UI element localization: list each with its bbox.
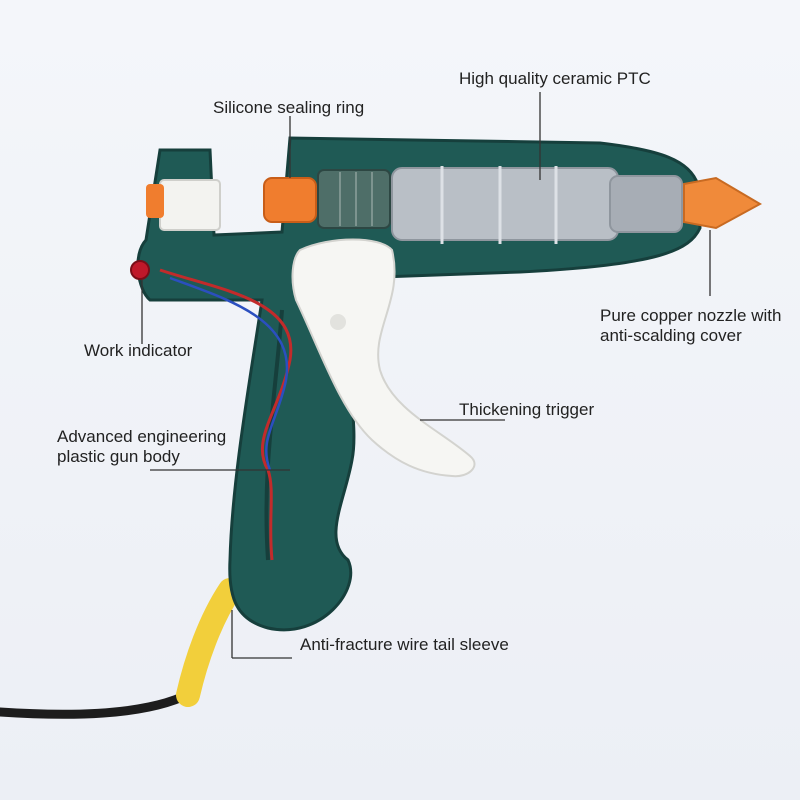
glue-feeder xyxy=(159,179,221,231)
label-work-indicator: Work indicator xyxy=(84,341,193,360)
ptc-heater xyxy=(391,167,619,241)
label-ptc: High quality ceramic PTC xyxy=(459,69,651,88)
internal-wires xyxy=(159,268,293,561)
power-cord xyxy=(0,685,201,719)
label-wire-sleeve: Anti-fracture wire tail sleeve xyxy=(300,635,509,654)
label-trigger: Thickening trigger xyxy=(459,400,595,419)
label-nozzle-line2: anti-scalding cover xyxy=(600,326,742,345)
label-body-line1: Advanced engineering xyxy=(57,427,227,446)
gun-body-shell xyxy=(136,136,702,632)
threaded-connector xyxy=(317,169,391,229)
work-indicator-light xyxy=(130,260,150,280)
leader-lines xyxy=(141,92,711,659)
silicone-ring xyxy=(263,177,317,223)
handle-groove xyxy=(264,309,284,561)
copper-nozzle xyxy=(683,176,763,230)
thickening-trigger xyxy=(291,238,476,478)
label-silicone-ring: Silicone sealing ring xyxy=(213,98,365,117)
label-body-line2: plastic gun body xyxy=(57,447,180,466)
wire-tail-sleeve xyxy=(176,578,242,707)
label-nozzle-line1: Pure copper nozzle with xyxy=(600,306,782,325)
